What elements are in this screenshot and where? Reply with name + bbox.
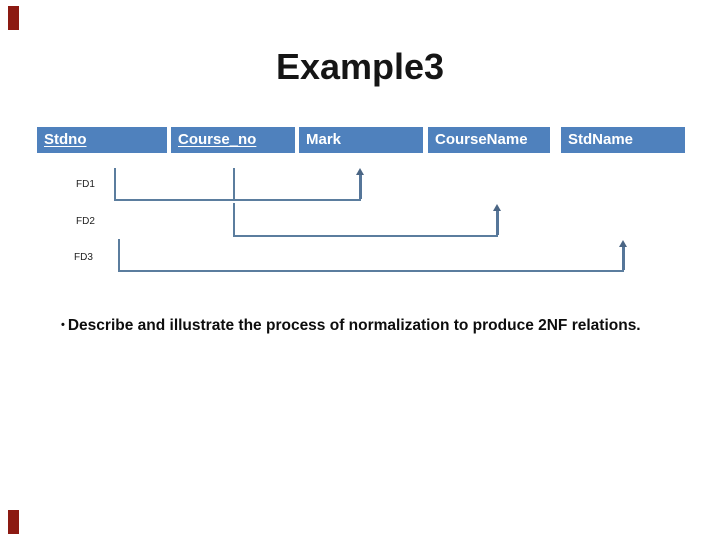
column-header-stdname: StdName xyxy=(561,127,685,153)
fd1-arrow-stem xyxy=(359,174,362,199)
red-accent-bar-bottom xyxy=(8,510,19,534)
fd3-arrow-stem xyxy=(622,246,625,270)
fd1-horizontal-line xyxy=(114,199,361,201)
column-label: Mark xyxy=(306,131,342,148)
column-header-stdno: Stdno xyxy=(37,127,167,153)
red-accent-bar-top xyxy=(8,6,19,30)
fd2-horizontal-line xyxy=(233,235,498,237)
column-label: CourseName xyxy=(435,131,528,148)
column-header-course-no: Course_no xyxy=(171,127,295,153)
fd1-connector-course-no xyxy=(233,168,235,199)
fd2-connector-course-no xyxy=(233,203,235,235)
bullet-text: Describe and illustrate the process of n… xyxy=(67,317,641,334)
fd3-arrowhead-icon xyxy=(619,240,627,247)
column-label: StdName xyxy=(568,131,634,148)
column-label: Course_no xyxy=(178,131,257,148)
fd2-label: FD2 xyxy=(76,216,95,227)
fd2-arrowhead-icon xyxy=(493,204,501,211)
fd1-connector-stdno xyxy=(114,168,116,199)
slide-title: Example3 xyxy=(275,46,445,87)
fd1-arrowhead-icon xyxy=(356,168,364,175)
bullet-marker: • xyxy=(61,319,65,331)
fd2-arrow-stem xyxy=(496,211,499,235)
fd1-label: FD1 xyxy=(76,179,95,190)
column-header-mark: Mark xyxy=(299,127,423,153)
fd3-connector-stdno xyxy=(118,239,120,270)
column-label: Stdno xyxy=(44,131,87,148)
bullet-text-line: •Describe and illustrate the process of … xyxy=(61,317,701,335)
fd3-label: FD3 xyxy=(74,252,93,263)
column-header-coursename: CourseName xyxy=(428,127,550,153)
fd3-horizontal-line xyxy=(118,270,624,272)
